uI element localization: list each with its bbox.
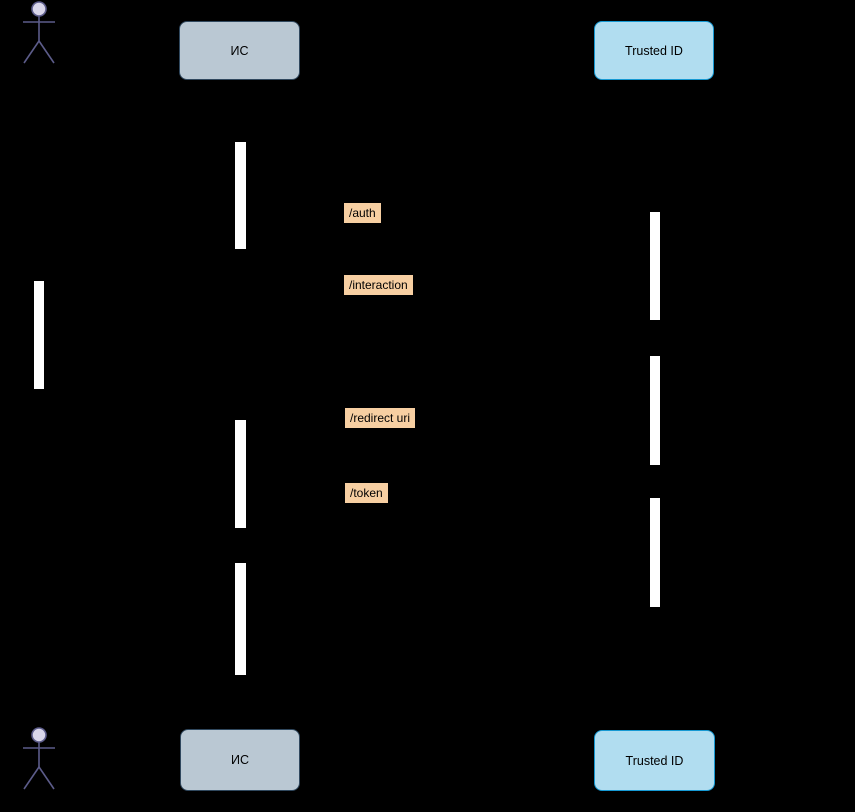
- participant-is-top: ИС: [179, 21, 300, 80]
- message-label-auth: /auth: [344, 203, 381, 223]
- activation-bar-is-2: [235, 420, 246, 528]
- activation-bar-trusted-2: [650, 356, 660, 465]
- activation-bar-trusted-3: [650, 498, 660, 607]
- participant-trusted-id-label: Trusted ID: [625, 753, 684, 768]
- participant-is-label: ИС: [230, 753, 249, 767]
- participant-is-label: ИС: [230, 43, 249, 58]
- activation-bar-user-1: [34, 281, 44, 389]
- activation-bar-trusted-1: [650, 212, 660, 320]
- participant-trusted-id-bottom: Trusted ID: [594, 730, 715, 791]
- participant-is-bottom: ИС: [180, 729, 300, 791]
- participant-trusted-id-label: Trusted ID: [625, 43, 683, 58]
- activation-bar-is-1: [235, 142, 246, 249]
- message-label-token: /token: [345, 483, 388, 503]
- participant-trusted-id-top: Trusted ID: [594, 21, 714, 80]
- user-actor-icon-top: [23, 1, 55, 64]
- activation-bar-is-3: [235, 563, 246, 675]
- user-actor-icon-bottom: [23, 727, 55, 790]
- message-label-redirect-uri: /redirect uri: [345, 408, 416, 428]
- message-label-interaction: /interaction: [344, 275, 413, 295]
